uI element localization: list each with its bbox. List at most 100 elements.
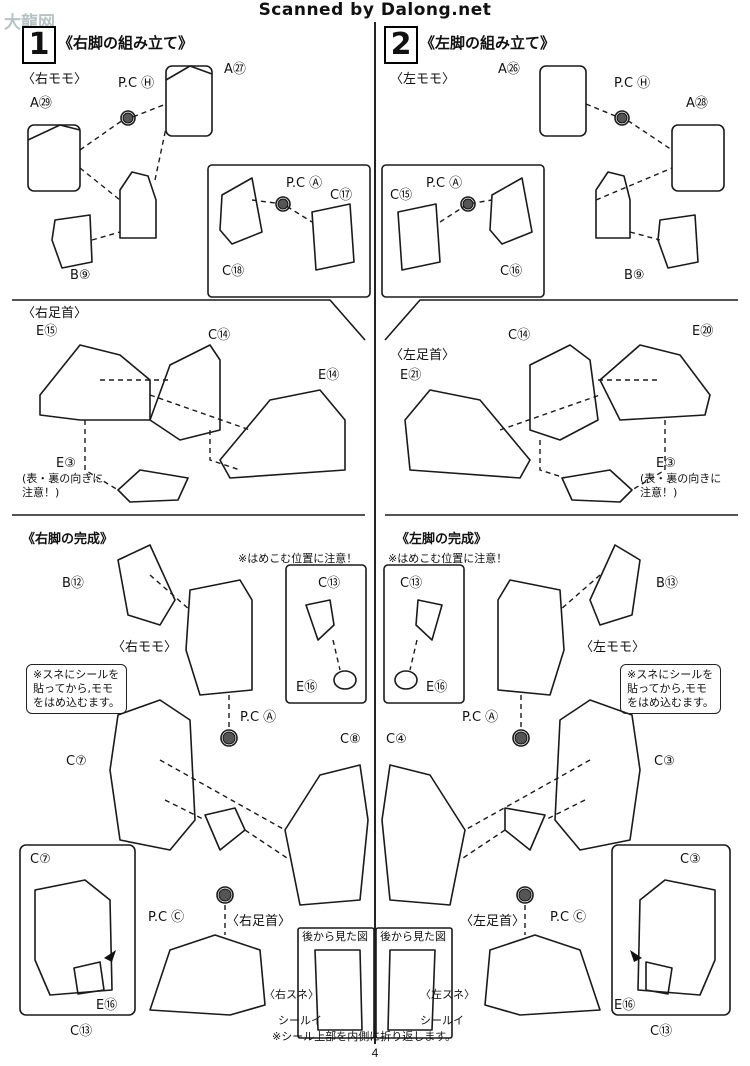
label-e20: E⑳ xyxy=(692,324,714,339)
left-ankle-heading: 〈左足首〉 xyxy=(390,348,456,363)
part-e16-small-left xyxy=(394,670,418,690)
right-fit-note: ※はめこむ位置に注意！ xyxy=(238,552,358,565)
part-c14-shape xyxy=(149,344,221,441)
part-c17-shape xyxy=(311,203,355,271)
back-view-label-left: 後から見た図 xyxy=(380,930,446,943)
label-e3-left: E③ xyxy=(656,456,676,471)
label-c17: C⑰ xyxy=(330,188,353,203)
inset-c13-box-left xyxy=(383,564,465,704)
label-a29: A㉙ xyxy=(30,96,52,111)
label-inset-c3: C③ xyxy=(680,852,701,867)
ankle-note-right: (表・裏の向きに 注意！) xyxy=(22,472,104,499)
part-b9-right xyxy=(51,214,93,269)
part-c13-insert-left xyxy=(504,807,546,851)
left-complete-thigh-label: 〈左モモ〉 xyxy=(580,640,646,655)
pc-h-left xyxy=(614,110,630,126)
thigh-assembled-right xyxy=(185,579,253,696)
label-pcc-complete-left: P.C Ⓒ xyxy=(550,910,587,925)
right-complete-ankle-label: 〈右足首〉 xyxy=(226,914,292,929)
inset-box-left xyxy=(381,164,545,298)
part-e15-shape xyxy=(39,344,151,421)
scan-watermark: Scanned by Dalong.net xyxy=(258,0,492,20)
inset-c3-shape xyxy=(637,879,716,996)
right-complete-thigh-label: 〈右モモ〉 xyxy=(112,640,178,655)
pc-a-inset-left xyxy=(460,196,476,212)
step-2-title: 《左脚の組み立て》 xyxy=(420,34,556,52)
inset-box-right xyxy=(207,164,371,298)
part-c14-left xyxy=(529,344,599,441)
label-inset-e16-right: E⑯ xyxy=(96,998,118,1013)
label-b9-right: B⑨ xyxy=(70,268,91,283)
part-upper-thigh xyxy=(119,171,157,239)
label-c4: C④ xyxy=(386,732,407,747)
label-c7: C⑦ xyxy=(66,754,87,769)
left-complete-title: 《左脚の完成》 xyxy=(396,532,488,547)
label-pch-right: P.C Ⓗ xyxy=(118,76,155,91)
inset-c13-box-right xyxy=(285,564,367,704)
right-ankle-heading: 〈右足首〉 xyxy=(22,306,88,321)
label-c15: C⑮ xyxy=(390,188,413,203)
label-c16: C⑯ xyxy=(500,264,523,279)
part-upper-thigh-left xyxy=(595,171,631,239)
left-fit-note: ※はめこむ位置に注意！ xyxy=(388,552,508,565)
part-a28-shape xyxy=(671,124,725,192)
inset-c7-box-right xyxy=(19,844,136,1016)
label-pca-inset-left: P.C Ⓐ xyxy=(426,176,463,191)
column-divider xyxy=(374,22,376,1044)
step-1-number: 1 xyxy=(22,26,56,64)
part-a29-shape xyxy=(27,124,81,192)
back-view-box-right xyxy=(297,927,375,1039)
pc-h-right xyxy=(120,110,136,126)
inset-e16-left-shape xyxy=(645,961,673,995)
step-2-number: 2 xyxy=(384,26,418,64)
part-c3-shell xyxy=(554,699,641,851)
label-pca-complete-left: P.C Ⓐ xyxy=(462,710,499,725)
shin-label-right: 〈右スネ〉 xyxy=(264,988,319,1001)
inset-c3-box-left xyxy=(611,844,731,1016)
part-e14-shape xyxy=(219,389,346,479)
seal-label-left: シールイ xyxy=(420,1014,464,1027)
part-c8-shell xyxy=(284,764,369,906)
ankle-assembled-right xyxy=(149,934,266,1016)
left-thigh-heading: 〈左モモ〉 xyxy=(390,72,456,87)
label-e16-top-right: E⑯ xyxy=(296,680,318,695)
shin-label-left: 〈左スネ〉 xyxy=(420,988,475,1001)
pc-c-complete-left xyxy=(516,886,534,904)
shin-seal-note-right: ※スネにシールを 貼ってから,モモ をはめ込むます。 xyxy=(26,664,127,714)
shin-back-right xyxy=(314,949,363,1031)
label-inset-c13-left: C⑬ xyxy=(650,1024,673,1039)
part-b13-shape xyxy=(589,544,641,626)
left-complete-ankle-label: 〈左足首〉 xyxy=(460,914,526,929)
part-c15-shape xyxy=(397,203,441,271)
ankle-note-left: (表・裏の向きに 注意！) xyxy=(640,472,722,499)
part-c16-shape xyxy=(489,177,533,245)
separator-right-1 xyxy=(12,299,366,341)
label-pch-left: P.C Ⓗ xyxy=(614,76,651,91)
ankle-assembled-left xyxy=(484,934,601,1016)
page-number: 4 xyxy=(371,1046,379,1060)
part-e16-small-right xyxy=(333,670,357,690)
inset-c7-shape xyxy=(34,879,113,996)
part-c13-small-left xyxy=(415,599,443,641)
part-c7-shell xyxy=(109,699,196,851)
label-c13-top-left: C⑬ xyxy=(400,576,423,591)
part-e21-shape xyxy=(404,389,531,479)
label-inset-c13-right: C⑬ xyxy=(70,1024,93,1039)
label-b12: B⑫ xyxy=(62,576,84,591)
shin-back-left xyxy=(387,949,436,1031)
label-pcc-complete-right: P.C Ⓒ xyxy=(148,910,185,925)
label-a28: A㉘ xyxy=(686,96,708,111)
separator-left-1 xyxy=(384,299,738,341)
shin-seal-note-left: ※スネにシールを 貼ってから,モモ をはめ込むます。 xyxy=(620,664,721,714)
label-a26: A㉖ xyxy=(498,62,520,77)
pc-a-complete-right xyxy=(220,729,238,747)
label-e3-right: E③ xyxy=(56,456,76,471)
label-c13-top-right: C⑬ xyxy=(318,576,341,591)
part-e3-left xyxy=(561,469,633,503)
thigh-assembled-left xyxy=(497,579,565,696)
right-complete-title: 《右脚の完成》 xyxy=(22,532,114,547)
part-c4-shell xyxy=(381,764,466,906)
label-c8: C⑧ xyxy=(340,732,361,747)
